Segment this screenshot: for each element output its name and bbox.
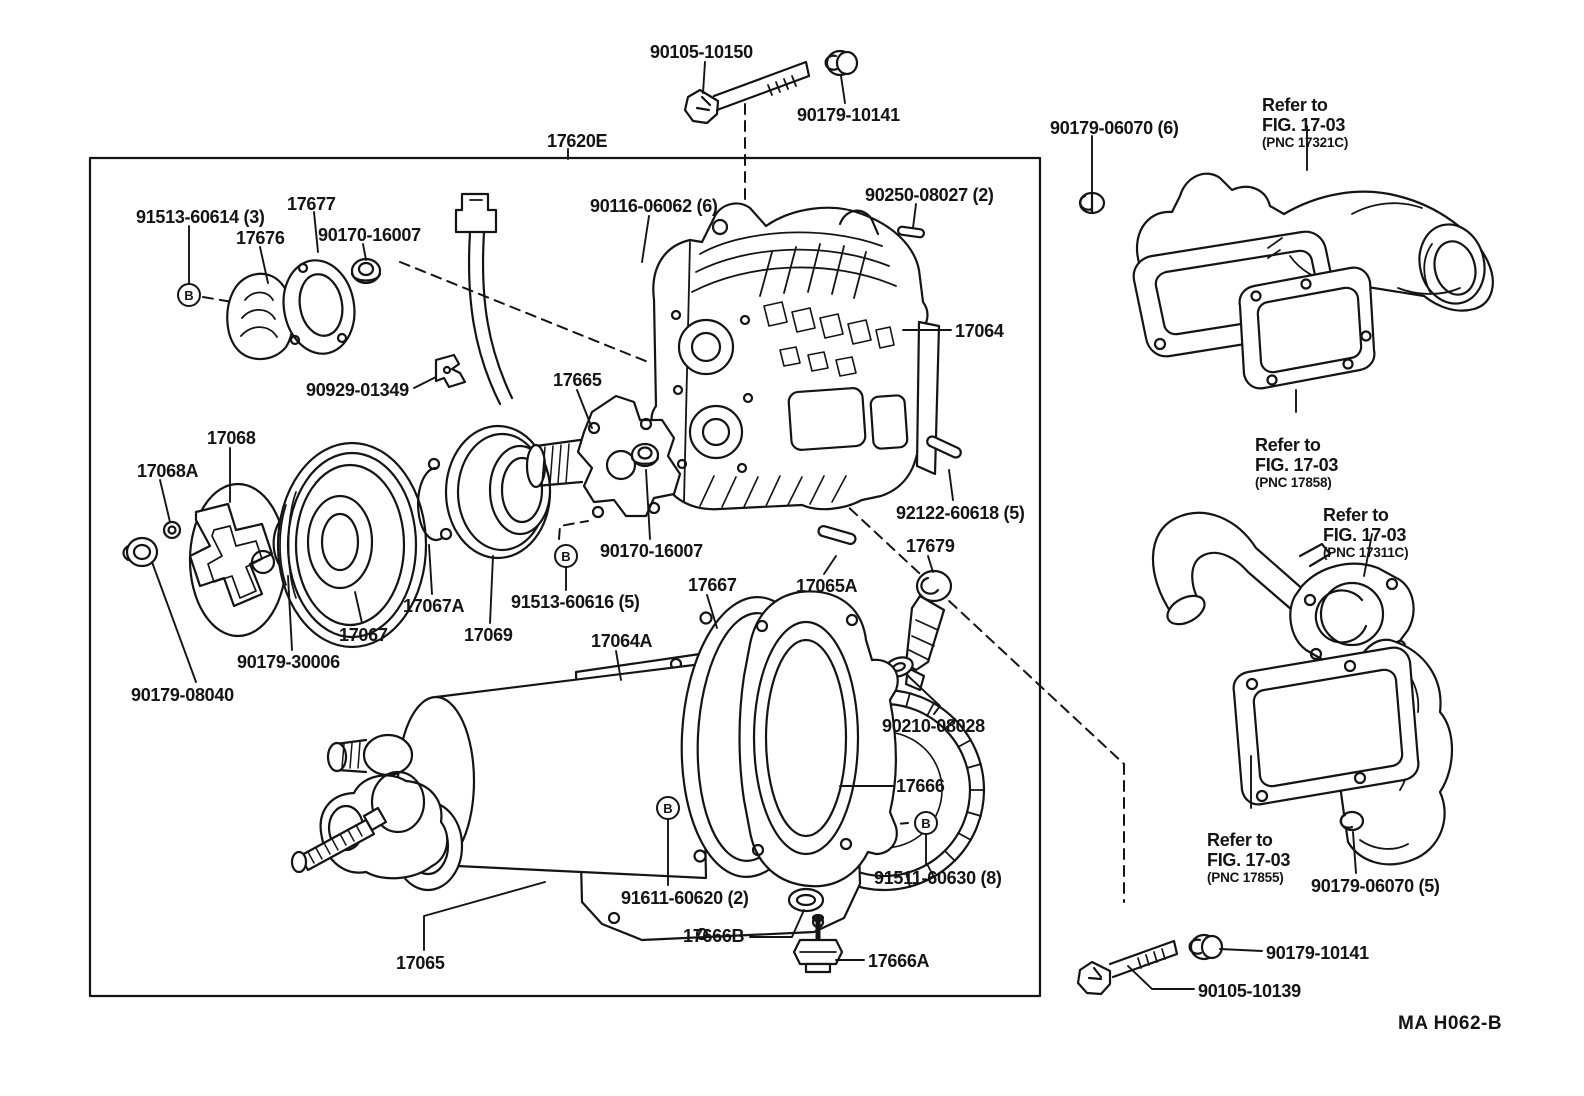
part-label-17069: 17069 — [464, 625, 513, 645]
part-label-90210-08028: 90210-08028 — [882, 716, 985, 736]
gasket-17855-drawing — [1234, 648, 1419, 805]
nut-90170-16007-top-drawing — [352, 259, 380, 283]
nut-90179-10141-top-drawing — [826, 51, 857, 75]
shaft-plate-17665-drawing — [527, 396, 680, 517]
part-label-17666A: 17666A — [868, 951, 930, 971]
part-label-17666: 17666 — [896, 776, 945, 796]
ref-note-text: Refer to FIG. 17-03 — [1255, 434, 1339, 476]
pulley-17067-drawing — [278, 443, 426, 647]
part-label-17065: 17065 — [396, 953, 445, 973]
part-label-91611-60620: 91611-60620 (2) — [621, 888, 749, 908]
outlet-pipe-17311C-drawing — [1153, 513, 1414, 670]
part-label-17067A: 17067A — [403, 596, 465, 616]
part-label-91513-60616: 91513-60616 (5) — [511, 592, 640, 612]
stud-92122-60618-drawing — [926, 435, 963, 459]
ref-note-text: Refer to FIG. 17-03 — [1262, 94, 1346, 136]
part-label-17665: 17665 — [553, 370, 602, 390]
ref-note-pnc: (PNC 17855) — [1207, 870, 1284, 886]
ref-note-17858: Refer to FIG. 17-03 (PNC 17858) — [1255, 414, 1338, 511]
gasket-17858-drawing — [1240, 268, 1375, 389]
valve-17666A-drawing — [794, 915, 842, 972]
ref-note-pnc: (PNC 17321C) — [1262, 135, 1349, 151]
clutch-hub-17068-drawing — [124, 484, 287, 636]
part-label-17068A: 17068A — [137, 461, 199, 481]
part-label-17064A: 17064A — [591, 631, 653, 651]
ref-note-pnc: (PNC 17858) — [1255, 475, 1332, 491]
part-label-17064: 17064 — [955, 321, 1004, 341]
ref-note-17321C: Refer to FIG. 17-03 (PNC 17321C) — [1262, 74, 1348, 171]
part-label-17620E: 17620E — [547, 131, 608, 151]
stud-17065A-drawing — [817, 525, 856, 545]
circled-b-marker: B — [177, 283, 201, 307]
part-label-17068: 17068 — [207, 428, 256, 448]
part-label-91511-60630: 91511-60630 (8) — [874, 868, 1002, 888]
part-label-90250-08027: 90250-08027 (2) — [865, 185, 994, 205]
part-label-17666B: 17666B — [683, 926, 745, 946]
assembly-frame-box — [90, 158, 1040, 996]
part-label-90170-16007-mid: 90170-16007 — [600, 541, 703, 561]
gasket-17677-drawing — [276, 255, 361, 360]
part-label-90179-30006: 90179-30006 — [237, 652, 340, 672]
ref-note-pnc: (PNC 17311C) — [1323, 545, 1409, 561]
part-label-90116-06062: 90116-06062 (6) — [590, 196, 718, 216]
bolt-90105-10139-drawing — [1078, 941, 1177, 994]
ref-note-17311C: Refer to FIG. 17-03 (PNC 17311C) — [1323, 484, 1409, 581]
part-label-90179-06070-5: 90179-06070 (5) — [1311, 876, 1440, 896]
part-label-92122-60618: 92122-60618 (5) — [896, 503, 1025, 523]
part-label-17677: 17677 — [287, 194, 336, 214]
circled-b-marker: B — [656, 796, 680, 820]
figure-code: MA H062-B — [1398, 1013, 1503, 1034]
cover-17666-drawing — [740, 591, 898, 886]
bolt-90105-10150-drawing — [685, 62, 809, 123]
part-label-90179-10141-bot: 90179-10141 — [1266, 943, 1369, 963]
ref-note-text: Refer to FIG. 17-03 — [1323, 504, 1407, 546]
part-label-17065A: 17065A — [796, 576, 858, 596]
part-label-90179-08040: 90179-08040 — [131, 685, 234, 705]
part-label-91513-60614: 91513-60614 (3) — [136, 207, 265, 227]
part-label-17676: 17676 — [236, 228, 285, 248]
cover-17676-drawing — [227, 274, 293, 359]
sensor-17679-drawing — [906, 571, 951, 690]
leader-lines — [152, 62, 1372, 989]
part-label-90179-10141-top: 90179-10141 — [797, 105, 900, 125]
nut-90179-10141-bottom-drawing — [1190, 935, 1222, 959]
snap-ring-17067A-drawing — [418, 459, 451, 540]
ref-note-text: Refer to FIG. 17-03 — [1207, 829, 1291, 871]
pump-cylinders-drawing — [292, 664, 706, 890]
ref-note-17855: Refer to FIG. 17-03 (PNC 17855) — [1207, 809, 1290, 906]
part-label-90170-16007-top: 90170-16007 — [318, 225, 421, 245]
circled-b-marker: B — [914, 811, 938, 835]
part-label-17067: 17067 — [339, 625, 388, 645]
part-label-90105-10139: 90105-10139 — [1198, 981, 1301, 1001]
pin-90250-08027-drawing — [898, 226, 925, 238]
part-label-90179-06070-6: 90179-06070 (6) — [1050, 118, 1179, 138]
clutch-coil-wire-drawing — [456, 194, 512, 404]
oring-17666B-drawing — [789, 889, 823, 911]
part-label-17679: 17679 — [906, 536, 955, 556]
nut-90170-16007-mid-drawing — [632, 444, 658, 466]
part-label-90105-10150: 90105-10150 — [650, 42, 753, 62]
circled-b-marker: B — [554, 544, 578, 568]
part-label-90929-01349: 90929-01349 — [306, 380, 409, 400]
part-label-17667: 17667 — [688, 575, 737, 595]
supercharger-body-drawing — [652, 203, 940, 509]
nut-90179-06070-6-drawing — [1080, 193, 1104, 213]
nut-90179-06070-5-drawing — [1341, 812, 1363, 830]
clip-90929-01349-drawing — [436, 355, 465, 387]
